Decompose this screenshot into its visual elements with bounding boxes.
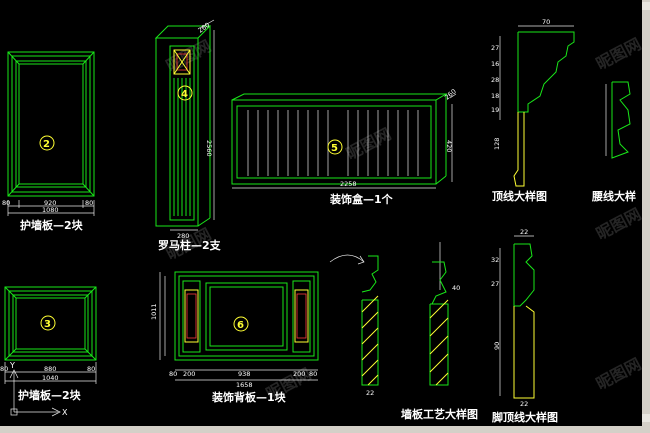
ucs-x-label: X [62, 408, 68, 417]
base-crown-drawing: 22 32 27 90 22 [491, 228, 535, 408]
dim-column-height: 2560 [205, 140, 213, 157]
scroll-up-arrow-icon[interactable] [642, 2, 650, 10]
dim-p3-left: 80 [0, 365, 8, 373]
dim-bp-b: 200 [183, 370, 195, 378]
label-number-5: 5 [331, 143, 338, 154]
watermark-text: 昵图网 [163, 36, 214, 75]
dim-box-width: 2258 [340, 180, 357, 188]
ucs-y-label: Y [9, 361, 15, 370]
dim-bp-e: 80 [309, 370, 317, 378]
dim-p2-width: 920 [44, 199, 56, 207]
dim-base-b: 32 [491, 256, 499, 264]
dim-p2-left: 80 [2, 199, 10, 207]
dim-base-e: 22 [520, 400, 528, 408]
dim-bp-d: 200 [293, 370, 305, 378]
label-wall-panel-top: 护墙板—2块 [20, 218, 84, 232]
watermark-text: 昵图网 [593, 34, 642, 73]
dim-crown-width: 70 [542, 18, 550, 26]
dim-p3-right: 80 [87, 365, 95, 373]
dim-box-height: 420 [445, 140, 453, 152]
label-wall-panel-bottom: 护墙板—2块 [18, 388, 82, 402]
deco-box-drawing: 5 260 420 2258 [231, 87, 458, 189]
dim-wp-b: 22 [366, 389, 374, 397]
dim-crown-e: 19 [491, 106, 499, 114]
dim-box-depth: 260 [443, 87, 458, 101]
dim-p2-total: 1080 [42, 206, 59, 214]
wall-panel-3-drawing: 3 80 880 80 1040 [0, 286, 97, 384]
label-wall-process: 墙板工艺大样图 [401, 407, 478, 421]
dim-crown-b: 16 [491, 60, 499, 68]
dim-p3-width: 880 [44, 365, 56, 373]
dim-p3-total: 1040 [42, 374, 59, 382]
dim-base-a: 22 [520, 228, 528, 236]
ucs-icon: Y X [9, 361, 68, 417]
dim-column-width: 280 [177, 232, 189, 240]
watermark-text: 昵图网 [343, 124, 394, 163]
cad-drawing: 昵图网 昵图网 昵图网 昵图网 昵图网 昵图网 昵图网 2 80 920 80 … [0, 18, 644, 424]
label-number-4: 4 [181, 89, 188, 100]
label-number-6: 6 [237, 320, 244, 331]
label-number-2: 2 [43, 139, 50, 150]
wall-panel-2-drawing: 2 80 920 80 1080 [2, 51, 95, 216]
watermark-text: 昵图网 [593, 354, 642, 393]
watermark-layer: 昵图网 昵图网 昵图网 昵图网 昵图网 昵图网 昵图网 [163, 34, 644, 403]
dim-bp-a: 80 [169, 370, 177, 378]
crown-detail-drawing: 70 27 16 28 18 19 128 [491, 18, 575, 187]
label-base-crown: 脚顶线大样图 [492, 410, 558, 424]
label-waist-detail: 腰线大样 [591, 189, 636, 203]
dim-back-panel-height: 1011 [150, 303, 158, 320]
dim-crown-c: 28 [491, 76, 499, 84]
vertical-scrollbar[interactable] [642, 0, 650, 433]
dim-crown-f: 128 [493, 138, 501, 150]
wall-process-drawing: 22 40 [329, 242, 460, 397]
waist-detail-drawing [605, 81, 631, 159]
back-panel-drawing: 6 1011 80 200 938 200 80 1658 [150, 271, 319, 389]
dim-crown-a: 27 [491, 44, 499, 52]
watermark-text: 昵图网 [593, 204, 642, 243]
dim-base-c: 90 [493, 342, 501, 350]
dim-bp-total: 1658 [236, 381, 253, 389]
label-back-panel: 装饰背板—1块 [211, 390, 287, 404]
label-crown-detail: 顶线大样图 [492, 189, 547, 203]
dim-p2-right: 80 [85, 199, 93, 207]
horizontal-scrollbar[interactable] [0, 426, 650, 433]
dim-bp-c: 938 [238, 370, 250, 378]
label-number-3: 3 [44, 319, 51, 330]
scroll-down-arrow-icon[interactable] [642, 414, 650, 422]
dim-wp-a: 40 [452, 284, 460, 292]
roman-column-drawing: 4 260 2560 280 [154, 19, 215, 240]
dim-base-d: 27 [491, 280, 499, 288]
dim-crown-d: 18 [491, 92, 499, 100]
label-roman-column: 罗马柱—2支 [158, 238, 222, 252]
label-deco-box: 装饰盒—1个 [329, 192, 394, 206]
